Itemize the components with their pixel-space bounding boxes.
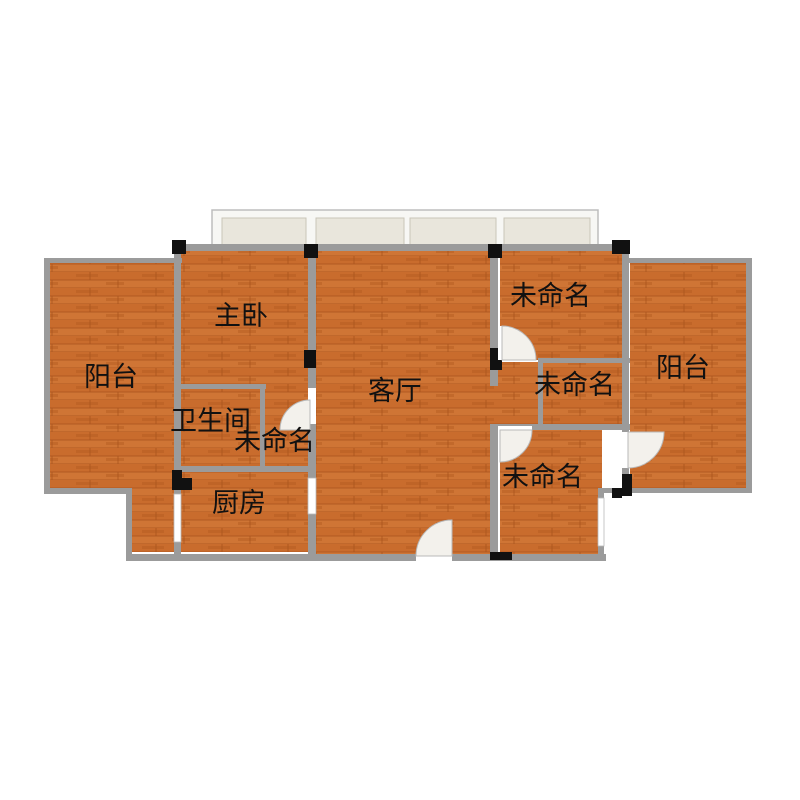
label-living-room: 客厅 (368, 376, 422, 407)
floor-corridor (494, 362, 538, 428)
floor-master-bedroom (180, 250, 310, 388)
door-unnamed-bottom-right (498, 426, 533, 463)
label-unnamed-top-right: 未命名 (510, 281, 591, 312)
label-kitchen: 厨房 (212, 488, 266, 519)
door-unnamed-top-right (498, 325, 537, 361)
door-living-room-entrance (415, 519, 453, 561)
door-kitchen-left (173, 493, 182, 543)
room-labels: 阳台 主卧 卫生间 未命名 厨房 客厅 未命名 未命名 未命名 阳台 (84, 281, 710, 519)
label-unnamed-bottom-right: 未命名 (502, 462, 583, 493)
floor-kitchen (180, 470, 310, 552)
door-balcony-right (622, 431, 665, 469)
label-unnamed-small: 未命名 (234, 426, 315, 457)
floor-balcony-left (50, 262, 176, 490)
floors (50, 250, 748, 554)
label-balcony-right: 阳台 (656, 353, 710, 384)
label-balcony-left: 阳台 (84, 362, 138, 393)
top-windows (211, 209, 599, 249)
door-kitchen-right (307, 477, 317, 515)
door-unnamed-small (279, 388, 316, 431)
floor-unnamed-middle-right (538, 362, 624, 428)
floor-bathroom (180, 388, 262, 468)
columns (172, 240, 632, 560)
floor-living-room (316, 250, 494, 554)
window-unnamed-bottom-right (597, 497, 605, 547)
floor-balcony-left-extension (132, 488, 178, 552)
label-bathroom: 卫生间 (170, 406, 251, 437)
label-unnamed-middle-right: 未命名 (534, 370, 615, 401)
doors (173, 325, 665, 561)
label-master-bedroom: 主卧 (214, 301, 268, 332)
